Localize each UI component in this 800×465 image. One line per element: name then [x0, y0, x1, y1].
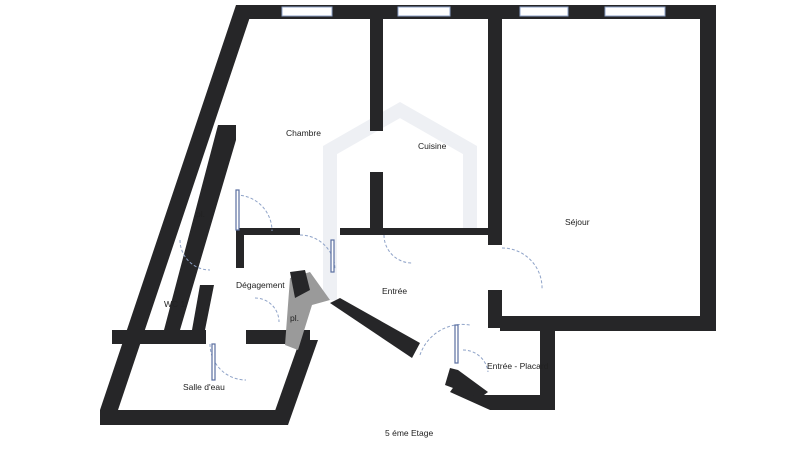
- window-sejour-1: [519, 6, 569, 17]
- wall-horizontal-a: [236, 228, 300, 235]
- window-cuisine: [397, 6, 451, 17]
- wall-horizontal-b: [340, 228, 490, 235]
- door-pl-1: [179, 239, 211, 271]
- wall-placard-top: [488, 318, 502, 328]
- window-chambre: [281, 6, 333, 17]
- windows: [281, 6, 666, 17]
- doors: [179, 189, 543, 381]
- floor-label: 5 éme Etage: [385, 428, 433, 438]
- door-leaf: [330, 239, 335, 273]
- wall-salle-eau-right: [270, 340, 318, 425]
- door-cuisine: [383, 234, 413, 264]
- label-placard-1: pl.: [196, 209, 205, 219]
- wall-chambre-cuisine-a: [370, 5, 383, 131]
- wall-salle-eau-top-a: [112, 330, 206, 344]
- door-chambre: [235, 194, 273, 232]
- door-front: [419, 323, 471, 356]
- label-entree-placard: Entrée - Placard: [487, 361, 549, 371]
- wall-wc: [192, 285, 214, 330]
- wall-chambre-cuisine-b: [370, 172, 383, 232]
- wall-diag-start: [290, 270, 310, 298]
- wall-degagement-left: [236, 228, 244, 268]
- door-leaf: [454, 324, 459, 364]
- door-leaf: [211, 343, 216, 381]
- label-placard-2: pl.: [290, 313, 299, 323]
- window-sejour-2: [604, 6, 666, 17]
- wall-diag-a: [330, 298, 420, 358]
- wall-left-inner: [164, 125, 236, 330]
- room-labels: Chambre Cuisine Séjour pl. WC 1 Dégageme…: [164, 128, 590, 438]
- label-entree: Entrée: [382, 286, 407, 296]
- label-chambre: Chambre: [286, 128, 321, 138]
- label-wc: WC 1: [164, 299, 186, 309]
- label-salle-eau: Salle d'eau: [183, 382, 225, 392]
- wall-left-outer: [100, 5, 254, 410]
- door-pl-2: [254, 297, 280, 323]
- wall-diag-b: [445, 368, 488, 398]
- label-sejour: Séjour: [565, 217, 590, 227]
- wall-cuisine-sejour: [488, 5, 502, 245]
- wall-placard-bottom: [450, 385, 555, 410]
- walls: [100, 5, 716, 425]
- door-placard: [462, 349, 489, 373]
- wall-right: [700, 5, 716, 331]
- wall-top: [236, 5, 716, 19]
- label-degagement: Dégagement: [236, 280, 285, 290]
- wall-placard-right: [540, 318, 555, 410]
- wall-salle-eau-bottom: [100, 410, 280, 425]
- door-leaf: [235, 189, 240, 231]
- door-entree: [299, 234, 336, 271]
- watermark-logo: [323, 101, 477, 300]
- door-salle-eau: [209, 343, 247, 381]
- wall-sejour-entree: [488, 290, 502, 320]
- wall-sejour-bottom: [500, 316, 716, 331]
- label-cuisine: Cuisine: [418, 141, 447, 151]
- door-sejour: [501, 247, 543, 291]
